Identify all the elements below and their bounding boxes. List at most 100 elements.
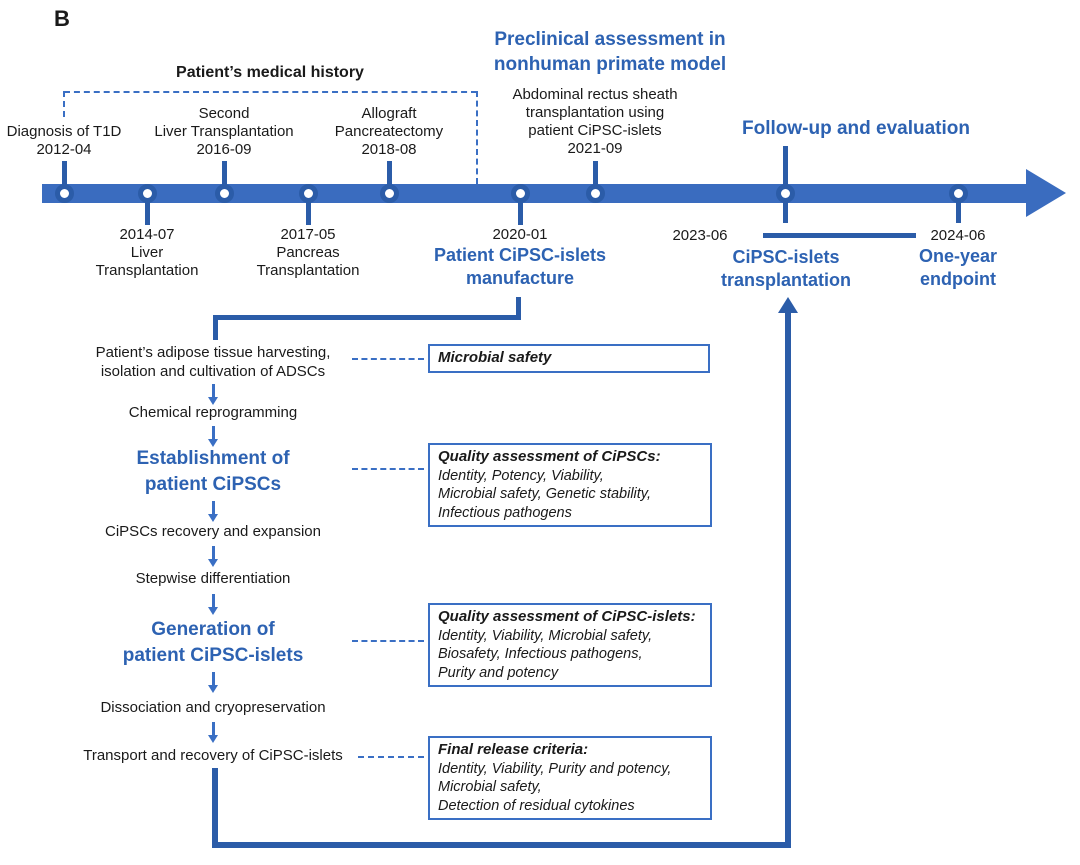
flow-step-generation-cipsc-islets: Generation of patient CiPSC-islets [33, 617, 393, 669]
event-tick [305, 193, 311, 225]
connector-manufacture-down [516, 297, 521, 318]
timeline-event-cipsc-islets-transplantation: CiPSC-islets transplantation [678, 246, 894, 292]
flow-step-establishment-cipscs: Establishment of patient CiPSCs [33, 446, 393, 498]
qc-box-line: Biosafety, Infectious pathogens, [438, 646, 643, 662]
timeline-event-allograft-pancreatectomy: Allograft Pancreatectomy 2018-08 [299, 105, 479, 159]
dashed-connector [358, 756, 424, 758]
flow-step-stepwise-differentiation: Stepwise differentiation [33, 569, 393, 588]
event-label: Allograft [361, 105, 417, 122]
qc-box-final-release: Final release criteria: Identity, Viabil… [428, 736, 712, 820]
event-label: Diagnosis of T1D [6, 123, 122, 140]
connector-manufacture-horizontal [213, 315, 521, 320]
qc-box-line: Infectious pathogens [438, 504, 572, 521]
timeline-event-pancreas-transplantation: 2017-05 Pancreas Transplantation [223, 226, 393, 280]
event-label: transplantation using [525, 104, 665, 121]
qc-box-title: Quality assessment of CiPSCs: [438, 448, 661, 465]
event-label: endpoint [920, 269, 996, 289]
dashed-connector [352, 468, 424, 470]
event-label: transplantation [720, 270, 851, 290]
timeline-node [510, 183, 530, 203]
step-line: Transport and recovery of CiPSC-islets [83, 747, 343, 764]
event-date: 2016-09 [196, 141, 252, 158]
event-label: Liver [130, 244, 164, 261]
step-line: Dissociation and cryopreservation [100, 699, 326, 716]
qc-box-microbial-safety: Microbial safety [428, 344, 710, 373]
connector-flow-horizontal [212, 842, 791, 848]
qc-box-title: Microbial safety [438, 349, 552, 366]
qc-box-line: Microbial safety, [438, 779, 542, 795]
event-label: Transplantation [256, 262, 360, 279]
timeline-event-liver-transplantation: 2014-07 Liver Transplantation [67, 226, 227, 280]
qc-box-cipscs-quality: Quality assessment of CiPSCs: Identity, … [428, 443, 712, 527]
event-tick [61, 161, 67, 193]
event-tick [221, 161, 227, 193]
timeline-node [54, 183, 74, 203]
panel-label: B [54, 6, 70, 31]
history-bracket-left-leg [63, 91, 65, 117]
event-date: 2020-01 [492, 226, 548, 243]
timeline-node [379, 183, 399, 203]
preclinical-header-line1: Preclinical assessment in [494, 29, 726, 50]
event-date: 2017-05 [280, 226, 336, 243]
timeline-node [298, 183, 318, 203]
event-label-blue: CiPSC-islets transplantation [678, 246, 894, 292]
event-label: Pancreas [276, 244, 340, 261]
qc-box-line: Identity, Viability, Microbial safety, [438, 627, 653, 644]
timeline-event-cipsc-islets-manufacture: 2020-01 Patient CiPSC-islets manufacture [400, 226, 640, 290]
flow-step-chemical-reprogramming: Chemical reprogramming [33, 403, 393, 422]
event-date: 2014-07 [119, 226, 175, 243]
flow-down-arrow-icon [208, 426, 218, 447]
event-tick [782, 146, 788, 193]
step-line: Establishment of [136, 448, 290, 469]
preclinical-header-line2: nonhuman primate model [493, 54, 727, 75]
step-line: Generation of [151, 619, 275, 640]
qc-box-line: Detection of residual cytokines [438, 797, 635, 814]
flow-down-arrow-icon [208, 672, 218, 693]
flow-step-adipose-harvesting: Patient’s adipose tissue harvesting, iso… [33, 343, 393, 381]
flow-down-arrow-icon [208, 594, 218, 615]
timeline-event-nhp-transplantation: Abdominal rectus sheath transplantation … [480, 86, 710, 158]
event-tick [144, 193, 150, 225]
timeline-node [948, 183, 968, 203]
flow-step-cipscs-recovery: CiPSCs recovery and expansion [33, 522, 393, 541]
dashed-connector [352, 358, 424, 360]
up-arrowhead-icon [778, 297, 798, 313]
event-label: CiPSC-islets [732, 247, 840, 267]
flow-step-transport-recovery: Transport and recovery of CiPSC-islets [33, 746, 393, 765]
timeline-node [137, 183, 157, 203]
timeline-event-diagnosis-t1d: Diagnosis of T1D 2012-04 [0, 123, 164, 159]
flow-down-arrow-icon [208, 722, 218, 743]
timeline-arrowhead-icon [1026, 169, 1066, 217]
event-label: Liver Transplantation [154, 123, 294, 140]
flow-down-arrow-icon [208, 546, 218, 567]
event-tick [592, 161, 598, 193]
event-tick [955, 193, 961, 223]
event-label: Pancreatectomy [334, 123, 444, 140]
followup-header: Follow-up and evaluation [742, 118, 970, 139]
event-label: One-year [918, 246, 998, 266]
event-label: Second [198, 105, 250, 122]
history-bracket-right-leg [476, 91, 478, 184]
medical-history-label: Patient’s medical history [176, 64, 364, 81]
step-line: Patient’s adipose tissue harvesting, [95, 344, 331, 361]
timeline-event-transplantation-date: 2023-06 [640, 227, 760, 245]
flow-step-dissociation-cryopreservation: Dissociation and cryopreservation [33, 698, 393, 717]
event-label: patient CiPSC-islets [528, 122, 662, 139]
event-date: 2018-08 [361, 141, 417, 158]
event-tick [782, 193, 788, 223]
timeline-node [214, 183, 234, 203]
qc-box-line: Microbial safety, Genetic stability, [438, 486, 652, 502]
event-tick [386, 161, 392, 193]
history-bracket-top [64, 91, 477, 93]
event-date: 2012-04 [36, 141, 92, 158]
preclinical-header: Preclinical assessment in nonhuman prima… [450, 27, 770, 77]
followup-period-line [763, 233, 916, 238]
event-label: Transplantation [95, 262, 199, 279]
event-tick [517, 193, 523, 225]
step-line: Stepwise differentiation [135, 570, 291, 587]
step-line: patient CiPSCs [144, 474, 282, 495]
event-date: 2021-09 [567, 140, 623, 157]
event-label: Abdominal rectus sheath [512, 86, 678, 103]
event-date: 2023-06 [672, 227, 728, 244]
